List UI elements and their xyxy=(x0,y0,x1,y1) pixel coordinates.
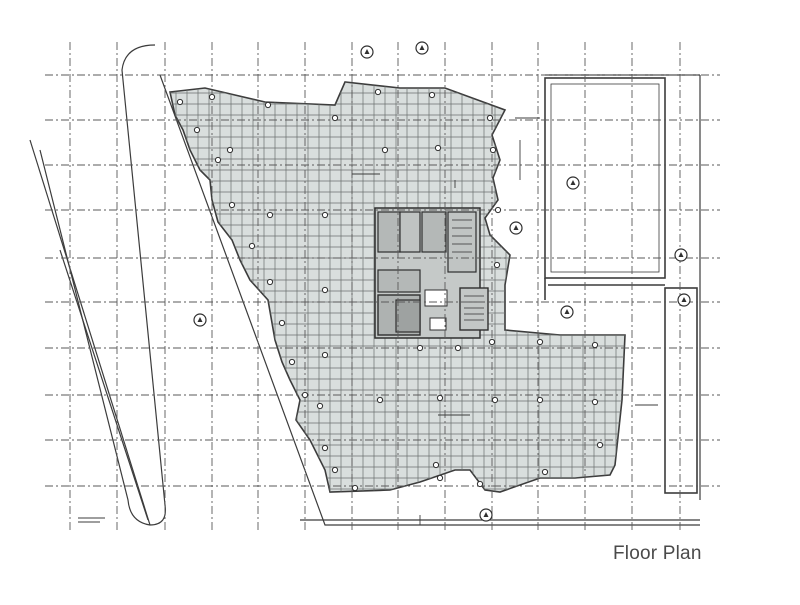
column-dot-icon xyxy=(536,396,544,404)
column-dot-icon xyxy=(278,319,286,327)
column-dot-icon xyxy=(432,461,440,469)
circle-marker-icon xyxy=(415,41,429,55)
column-dot-icon xyxy=(266,211,274,219)
column-dot-icon xyxy=(436,474,444,482)
circle-marker-arrow xyxy=(419,45,425,50)
street-lines xyxy=(29,139,151,526)
column-dot-icon xyxy=(321,286,329,294)
circle-marker-arrow xyxy=(513,225,519,230)
circle-marker-arrow xyxy=(564,309,570,314)
column-dot-icon xyxy=(476,480,484,488)
column-dot-icon xyxy=(226,146,234,154)
column-dot-icon xyxy=(264,101,272,109)
circle-marker-icon xyxy=(479,508,493,522)
column-dot-icon xyxy=(331,114,339,122)
perimeter-columns xyxy=(176,88,604,492)
column-dot-icon xyxy=(374,88,382,96)
circle-marker-arrow xyxy=(483,512,489,517)
column-dot-icon xyxy=(214,156,222,164)
column-dot-icon xyxy=(541,468,549,476)
circle-marker-icon xyxy=(509,221,523,235)
column-dot-icon xyxy=(381,146,389,154)
column-dot-icon xyxy=(436,394,444,402)
column-dot-icon xyxy=(428,91,436,99)
circle-marker-arrow xyxy=(364,49,370,54)
circle-marker-icon xyxy=(674,248,688,262)
column-dot-icon xyxy=(491,396,499,404)
column-dot-icon xyxy=(493,261,501,269)
column-dot-icon xyxy=(321,351,329,359)
figure-caption: Floor Plan xyxy=(613,543,702,564)
column-dot-icon xyxy=(376,396,384,404)
circle-marker-arrow xyxy=(570,180,576,185)
column-dot-icon xyxy=(248,242,256,250)
column-dot-icon xyxy=(193,126,201,134)
column-dot-icon xyxy=(596,441,604,449)
column-dot-icon xyxy=(454,344,462,352)
column-dot-icon xyxy=(228,201,236,209)
circle-marker-arrow xyxy=(681,297,687,302)
column-dot-icon xyxy=(266,278,274,286)
column-dot-icon xyxy=(494,206,502,214)
column-dot-icon xyxy=(288,358,296,366)
column-dot-icon xyxy=(316,402,324,410)
column-dot-icon xyxy=(489,146,497,154)
column-dot-icon xyxy=(331,466,339,474)
column-dot-icon xyxy=(591,341,599,349)
column-dot-icon xyxy=(321,444,329,452)
column-dot-icon xyxy=(536,338,544,346)
circle-marker-icon xyxy=(360,45,374,59)
adjacent-blocks xyxy=(544,77,698,494)
column-dot-icon xyxy=(321,211,329,219)
structural-grid xyxy=(45,42,720,530)
circle-marker-icon xyxy=(677,293,691,307)
column-dot-icon xyxy=(434,144,442,152)
column-dot-icon xyxy=(591,398,599,406)
column-dot-icon xyxy=(301,391,309,399)
circle-marker-arrow xyxy=(197,317,203,322)
circle-marker-icon xyxy=(193,313,207,327)
circle-marker-arrow xyxy=(678,252,684,257)
circle-marker-icon xyxy=(560,305,574,319)
circle-marker-icon xyxy=(566,176,580,190)
column-dot-icon xyxy=(176,98,184,106)
grid-bubbles xyxy=(193,41,691,522)
building-core xyxy=(374,207,489,339)
column-dot-icon xyxy=(351,484,359,492)
annotation-marks xyxy=(78,117,658,525)
column-dot-icon xyxy=(488,338,496,346)
column-dot-icon xyxy=(208,93,216,101)
column-dot-icon xyxy=(486,114,494,122)
site-outline xyxy=(39,44,701,526)
column-dot-icon xyxy=(416,344,424,352)
